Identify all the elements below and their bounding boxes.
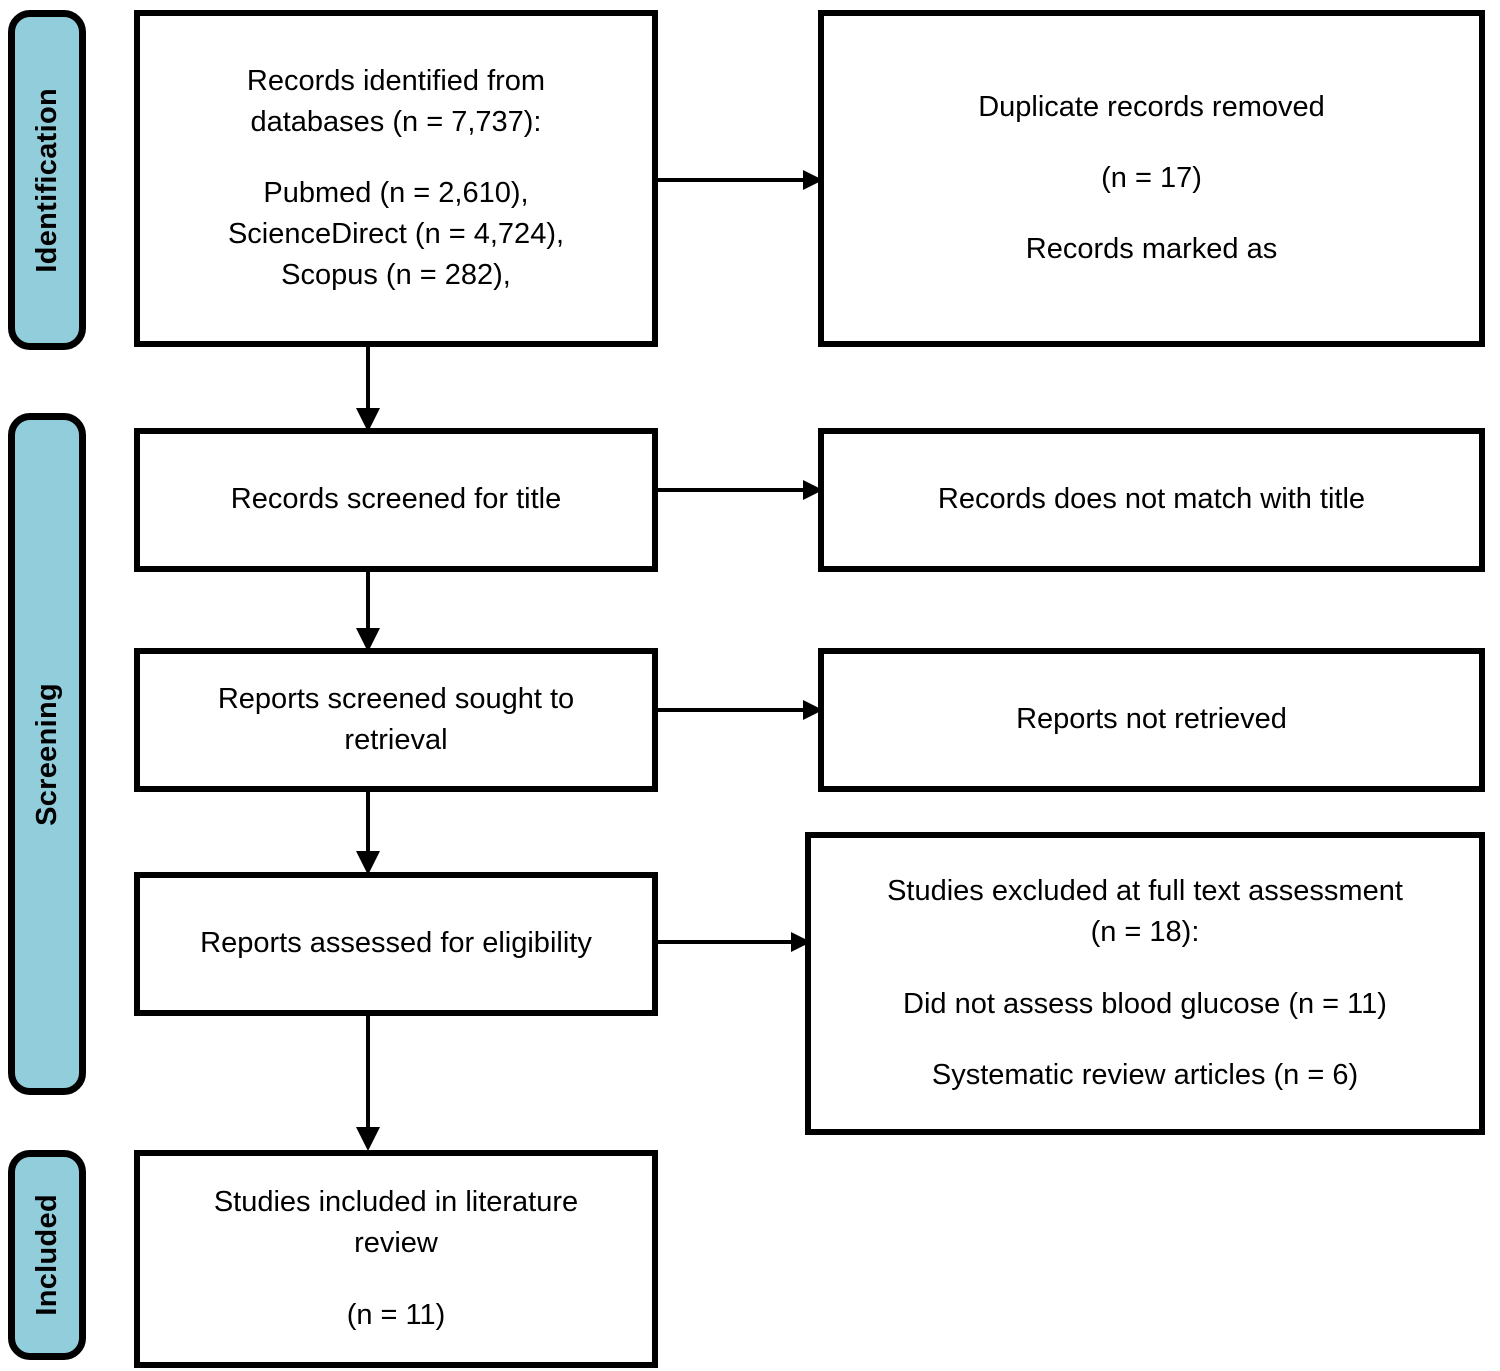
- reports-sought-retrieval-text: Reports screened sought to retrieval: [217, 682, 575, 756]
- box-reports-sought-retrieval: Reports screened sought to retrieval: [134, 648, 658, 792]
- arrow-assessed-to-excluded: [655, 930, 813, 954]
- phase-screening-label: Screening: [30, 682, 63, 826]
- box-records-screened-for-title: Records screened for title: [134, 428, 658, 572]
- box-records-identified: Records identified from databases (n = 7…: [134, 10, 658, 347]
- box-records-not-match-title: Records does not match with title: [818, 428, 1485, 572]
- box-studies-excluded: Studies excluded at full text assessment…: [805, 832, 1485, 1135]
- reports-not-retrieved-text: Reports not retrieved: [1016, 703, 1287, 736]
- records-not-match-title-text: Records does not match with title: [937, 483, 1366, 516]
- arrow-assessed-to-included: [352, 1013, 384, 1153]
- box-duplicate-records-removed: Duplicate records removed (n = 17) Recor…: [818, 10, 1485, 347]
- arrow-screened-to-sought: [352, 569, 384, 654]
- arrow-sought-to-not-retrieved: [655, 698, 825, 722]
- records-screened-for-title-text: Records screened for title: [230, 483, 562, 516]
- records-identified-sources-list: Pubmed (n = 2,610), ScienceDirect (n = 4…: [227, 176, 565, 292]
- reports-assessed-eligibility-text: Reports assessed for eligibility: [200, 927, 592, 960]
- arrow-identified-to-duplicates: [655, 168, 825, 192]
- duplicates-removed-heading: Duplicate records removed: [978, 90, 1325, 123]
- arrow-sought-to-assessed: [352, 789, 384, 877]
- phase-screening: Screening: [8, 413, 86, 1095]
- studies-included-text: Studies included in literature review: [213, 1186, 579, 1260]
- phase-identification: Identification: [8, 10, 86, 350]
- phase-included: Included: [8, 1150, 86, 1360]
- box-reports-not-retrieved: Reports not retrieved: [818, 648, 1485, 792]
- box-studies-included: Studies included in literature review (n…: [134, 1150, 658, 1368]
- arrow-identified-to-screened: [352, 344, 384, 434]
- studies-included-count: (n = 11): [346, 1298, 446, 1331]
- duplicates-removed-count: (n = 17): [1101, 161, 1202, 194]
- excluded-reason-systematic-review: Systematic review articles (n = 6): [931, 1058, 1359, 1091]
- records-identified-sources-heading: Records identified from databases (n = 7…: [246, 64, 546, 138]
- records-marked-as: Records marked as: [1025, 233, 1278, 266]
- excluded-reason-blood-glucose: Did not assess blood glucose (n = 11): [903, 987, 1387, 1020]
- phase-identification-label: Identification: [30, 87, 63, 273]
- studies-excluded-heading: Studies excluded at full text assessment…: [887, 875, 1403, 949]
- phase-included-label: Included: [30, 1194, 63, 1316]
- arrow-screened-to-not-match: [655, 478, 825, 502]
- box-reports-assessed-eligibility: Reports assessed for eligibility: [134, 872, 658, 1016]
